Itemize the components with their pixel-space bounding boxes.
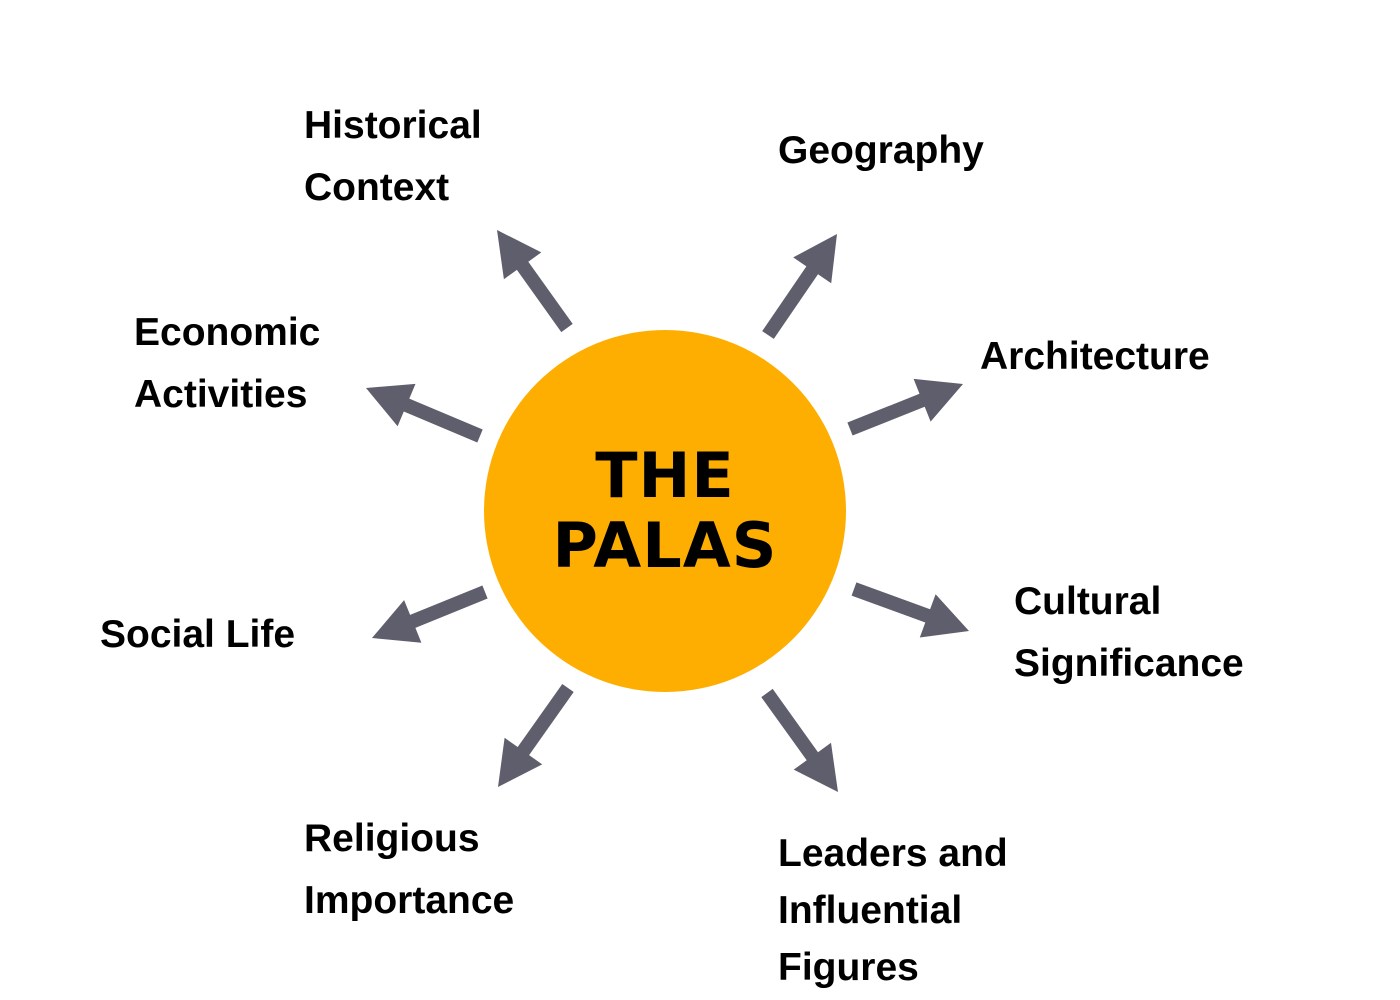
- arrow-to-architecture: [847, 378, 963, 436]
- arrow-to-historical-context: [497, 230, 573, 333]
- label-religious-importance: Religious Importance: [304, 808, 514, 932]
- label-line: Activities: [134, 373, 308, 416]
- label-line: Significance: [1014, 642, 1244, 685]
- label-line: Cultural: [1014, 580, 1162, 623]
- arrow-to-geography: [762, 234, 837, 339]
- label-line: Economic: [134, 311, 321, 354]
- label-line: Importance: [304, 879, 515, 922]
- label-cultural-significance: Cultural Significance: [1014, 571, 1244, 695]
- label-economic-activities: Economic Activities: [134, 302, 320, 426]
- label-line: Historical: [304, 104, 482, 147]
- label-line: Architecture: [980, 335, 1210, 378]
- central-title-line1: THE: [595, 439, 735, 512]
- central-topic-circle: THE PALAS: [484, 330, 846, 692]
- label-line: Religious: [304, 817, 480, 860]
- arrow-to-economic-activities: [366, 383, 483, 443]
- label-line: Context: [304, 166, 450, 209]
- arrow-to-leaders-and-influential-figures: [761, 688, 838, 792]
- arrow-to-cultural-significance: [851, 582, 969, 638]
- label-architecture: Architecture: [980, 326, 1210, 388]
- label-line: Leaders and: [778, 832, 1008, 875]
- label-line: Geography: [778, 129, 984, 172]
- label-leaders-and-influential-figures: Leaders and Influential Figures: [778, 825, 1008, 996]
- arrow-to-religious-importance: [498, 684, 574, 787]
- label-line: Influential: [778, 889, 963, 932]
- arrow-to-social-life: [372, 585, 488, 643]
- label-line: Figures: [778, 946, 919, 989]
- label-geography: Geography: [778, 120, 984, 182]
- central-title-line2: PALAS: [552, 509, 778, 582]
- label-social-life: Social Life: [100, 604, 295, 666]
- label-line: Social Life: [100, 613, 296, 656]
- label-historical-context: Historical Context: [304, 95, 482, 219]
